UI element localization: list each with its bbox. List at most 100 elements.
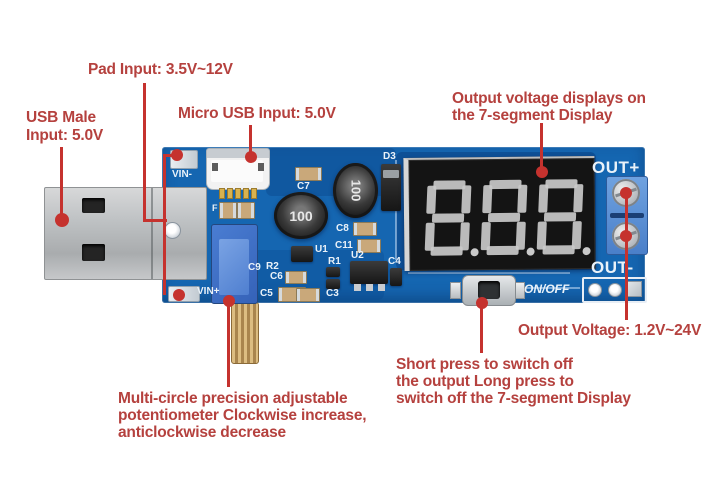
smd-capacitor <box>285 271 307 284</box>
annotation-text: USB Male <box>26 109 96 126</box>
c7-label: C7 <box>297 181 310 192</box>
output-pad-box <box>582 277 647 303</box>
pcb-trace <box>408 272 570 274</box>
c6-label: C6 <box>270 271 283 282</box>
callout-line-output-voltage <box>625 190 628 320</box>
smd-capacitor <box>353 222 377 236</box>
micro-usb-pin <box>243 188 249 199</box>
out-plus-label: OUT+ <box>592 158 640 177</box>
fuse-component <box>219 202 237 219</box>
seven-segment-display <box>403 156 596 271</box>
out-minus-label: OUT- <box>591 258 634 277</box>
display-segment <box>431 213 465 223</box>
callout-line-switch <box>480 303 483 353</box>
annotation-text: Output Voltage: 1.2V~24V <box>518 322 702 339</box>
callout-dot-display <box>536 166 548 178</box>
callout-dot-screw-negative <box>620 230 632 242</box>
potentiometer-screw <box>231 302 259 364</box>
display-segment <box>486 245 519 256</box>
callout-dot-screw-positive <box>620 187 632 199</box>
ic-regulator-leg <box>378 284 385 291</box>
annotation-text: the output Long press to <box>396 373 574 390</box>
usb-shell-hole <box>164 222 181 239</box>
display-segment <box>424 222 435 251</box>
smd-capacitor <box>295 167 322 181</box>
inductor-2-marking: 100 <box>347 179 363 202</box>
callout-dot-vin-minus <box>171 149 183 161</box>
smd-capacitor <box>296 288 320 302</box>
inductor-2: 100 <box>333 163 378 218</box>
display-decimal-point <box>470 248 479 257</box>
u2-label: U2 <box>351 250 364 261</box>
solder-pad <box>626 281 642 297</box>
annotation-potentiometer: Multi-circle precision adjustable potent… <box>118 390 367 441</box>
annotation-text: Micro USB Input: 5.0V <box>178 105 336 122</box>
callout-line-pad-input <box>163 154 176 157</box>
usb-shell-slot <box>82 198 105 213</box>
on-off-label: ON/OFF <box>524 282 570 296</box>
vin-plus-label: VIN+ <box>197 286 220 297</box>
potentiometer <box>211 224 258 304</box>
display-segment <box>538 184 549 213</box>
display-decimal-point <box>526 247 535 256</box>
ic-regulator <box>350 261 388 284</box>
ic-regulator-leg <box>366 284 373 291</box>
annotation-text: Output voltage displays on <box>452 90 646 107</box>
annotation-micro-usb: Micro USB Input: 5.0V <box>178 105 336 122</box>
micro-usb-notch <box>212 163 218 171</box>
inductor-1: 100 <box>274 192 328 239</box>
c5-label: C5 <box>260 288 273 299</box>
pcb-trace <box>525 287 580 289</box>
smd-pad <box>450 282 461 299</box>
on-off-button <box>462 275 516 306</box>
display-segment <box>426 185 437 214</box>
c4-label: C4 <box>388 256 401 267</box>
display-segment <box>480 222 491 251</box>
callout-line-pad-input <box>163 155 166 295</box>
display-segment <box>430 246 463 256</box>
vin-minus-label: VIN- <box>172 169 192 180</box>
smd-resistor <box>326 279 340 289</box>
display-digit <box>535 178 591 256</box>
annotation-text: potentiometer Clockwise increase, <box>118 407 367 424</box>
display-segment <box>517 184 528 213</box>
solder-pad <box>608 283 622 297</box>
c11-label: C11 <box>335 240 353 251</box>
callout-dot-micro-usb <box>245 151 257 163</box>
smd-resistor <box>326 267 340 277</box>
solder-pad <box>588 283 602 297</box>
on-off-button-cap <box>478 281 500 299</box>
annotation-text: Pad Input: 3.5V~12V <box>88 61 233 78</box>
display-segment <box>482 185 493 214</box>
micro-usb-pin <box>219 188 225 199</box>
c8-label: C8 <box>336 223 349 234</box>
display-segment <box>543 212 577 222</box>
callout-line-usb-male <box>60 147 63 220</box>
ic-regulator-leg <box>354 284 361 291</box>
micro-usb-pin <box>251 188 257 199</box>
smd-capacitor <box>357 239 381 253</box>
c9-label: C9 <box>248 262 261 273</box>
annotation-switch: Short press to switch off the output Lon… <box>396 356 631 407</box>
callout-line-micro-usb <box>249 125 252 157</box>
fuse-component <box>237 202 255 219</box>
annotation-text: anticlockwise decrease <box>118 424 286 441</box>
callout-dot-switch <box>476 297 488 309</box>
annotation-text: switch off the 7-segment Display <box>396 390 631 407</box>
callout-line-display <box>540 123 543 173</box>
display-segment <box>489 179 522 190</box>
micro-usb-face <box>211 160 263 182</box>
annotation-text: Short press to switch off <box>396 356 573 373</box>
display-decimal-point <box>582 247 591 256</box>
callout-line-pad-input <box>143 219 167 222</box>
annotation-text: Input: 5.0V <box>26 127 104 144</box>
callout-dot-vin-plus <box>173 289 185 301</box>
display-segment <box>573 184 584 213</box>
r2-label: R2 <box>266 261 279 272</box>
smd-capacitor <box>390 268 402 286</box>
display-digit <box>479 179 535 257</box>
callout-line-pot <box>227 301 230 387</box>
micro-usb-pin <box>235 188 241 199</box>
annotation-display: Output voltage displays on the 7-segment… <box>452 90 646 124</box>
